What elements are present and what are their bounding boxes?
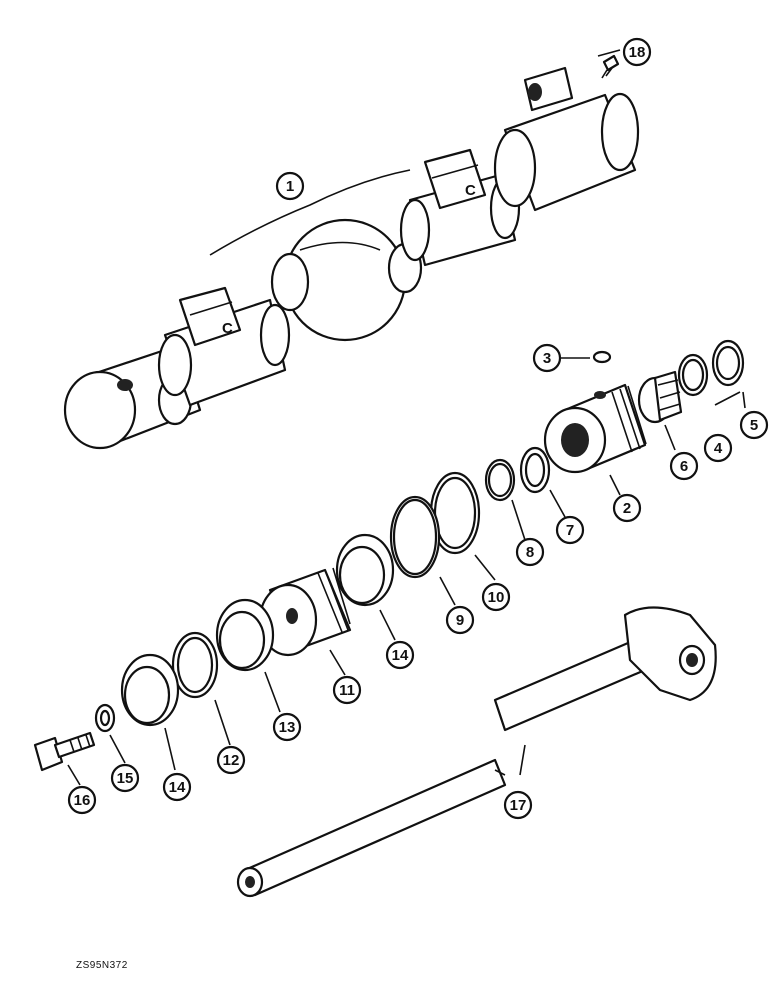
svg-text:7: 7	[566, 522, 574, 539]
leader-lines	[67, 49, 746, 786]
grease-fitting-18	[601, 54, 620, 79]
svg-text:16: 16	[74, 792, 91, 809]
callout-15: 15	[110, 763, 140, 793]
callout-10: 10	[481, 582, 511, 612]
callout-12: 12	[216, 745, 246, 775]
wear-ring-6	[637, 370, 683, 424]
callout-6: 6	[669, 451, 699, 481]
svg-text:8: 8	[526, 544, 534, 561]
ring-5	[711, 339, 745, 387]
callout-7: 7	[555, 515, 585, 545]
barrel-rod-end	[493, 66, 640, 212]
figure-code: ZS95N372	[76, 960, 128, 971]
callout-1: 1	[275, 171, 305, 201]
barrel-center-section	[270, 218, 423, 342]
svg-text:9: 9	[456, 612, 464, 629]
svg-text:14: 14	[169, 779, 186, 796]
svg-text:18: 18	[629, 44, 646, 61]
backup-ring-10	[429, 471, 481, 555]
callout-13: 13	[272, 712, 302, 742]
barrel-bracket	[209, 169, 411, 256]
callout-14-lower: 14	[162, 772, 192, 802]
ring-8	[484, 458, 516, 502]
svg-text:6: 6	[680, 458, 688, 475]
cylinder-barrel-assembly: C C	[63, 66, 640, 450]
svg-text:13: 13	[279, 719, 296, 736]
rod-seal-7	[519, 446, 551, 494]
ring-4	[677, 353, 709, 397]
svg-text:17: 17	[510, 797, 527, 814]
piston-rod-17	[236, 606, 717, 898]
callout-18: 18	[622, 37, 652, 67]
callout-9: 9	[445, 605, 475, 635]
wear-ring-13	[215, 598, 275, 672]
piston-ring-14-upper	[335, 533, 395, 607]
svg-text:2: 2	[623, 500, 631, 517]
piston-ring-14-lower	[120, 653, 180, 727]
callout-3: 3	[532, 343, 562, 373]
svg-text:15: 15	[117, 770, 134, 787]
bolt-16	[33, 731, 96, 772]
ring-12	[171, 631, 219, 699]
svg-text:5: 5	[750, 417, 758, 434]
svg-text:4: 4	[714, 440, 723, 457]
barrel-tube-left: C	[157, 286, 291, 407]
callouts: 1 2 3 4 5 6 7 8	[67, 37, 769, 820]
svg-text:12: 12	[223, 752, 240, 769]
callout-4: 4	[703, 433, 733, 463]
svg-text:3: 3	[543, 350, 551, 367]
port-mark-right: C	[465, 182, 476, 199]
svg-text:14: 14	[392, 647, 409, 664]
svg-text:1: 1	[286, 178, 294, 195]
callout-11: 11	[332, 675, 362, 705]
port-mark-left: C	[222, 320, 233, 337]
callout-14-upper: 14	[385, 640, 415, 670]
svg-text:11: 11	[339, 682, 355, 699]
svg-text:10: 10	[488, 589, 505, 606]
callout-5: 5	[739, 410, 769, 440]
callout-2: 2	[612, 493, 642, 523]
callout-8: 8	[515, 537, 545, 567]
callout-17: 17	[503, 790, 533, 820]
gland-nut	[543, 383, 647, 474]
callout-16: 16	[67, 785, 97, 815]
washer-15	[94, 703, 116, 733]
setscrew	[592, 350, 612, 364]
o-ring-9	[389, 495, 441, 579]
